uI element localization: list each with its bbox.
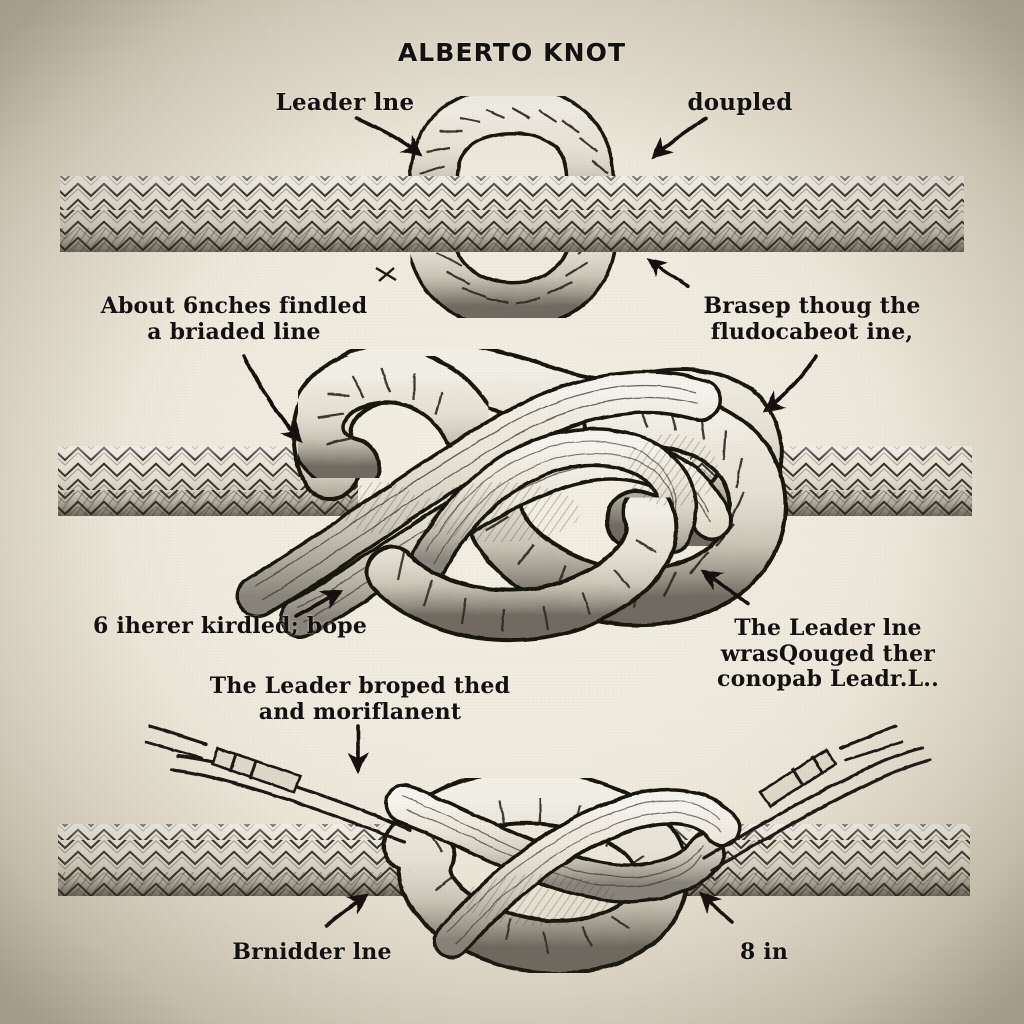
knot-shadows	[340, 434, 718, 542]
arrow-six-wraps	[294, 590, 344, 618]
arrow-leader-line	[354, 116, 424, 157]
annotation-arrows	[242, 116, 818, 928]
braided-line-left-panel-3	[58, 823, 438, 897]
arrow-pass-through	[762, 354, 818, 413]
finished-knot-shadow	[462, 874, 618, 926]
panel-3-illustration	[58, 724, 970, 975]
arrow-about-six-inches	[242, 354, 303, 444]
panel-1-illustration	[55, 84, 969, 332]
arrow-eight-inches	[699, 891, 734, 924]
needle-tool-left	[144, 724, 412, 844]
braided-line-panel-1	[55, 175, 969, 256]
arrow-doubled	[650, 116, 708, 159]
needle-tool-right	[702, 724, 932, 872]
knot-lower-bight	[365, 485, 679, 642]
rope-loop-front	[408, 84, 616, 233]
arrow-pass-through-secondary	[647, 257, 690, 288]
panel-2-illustration	[58, 337, 972, 642]
knot-left-bight	[287, 346, 499, 495]
arrow-braided-line	[324, 893, 370, 928]
arrow-leader-wrapped	[700, 569, 750, 606]
tag-end-mark	[375, 266, 397, 282]
